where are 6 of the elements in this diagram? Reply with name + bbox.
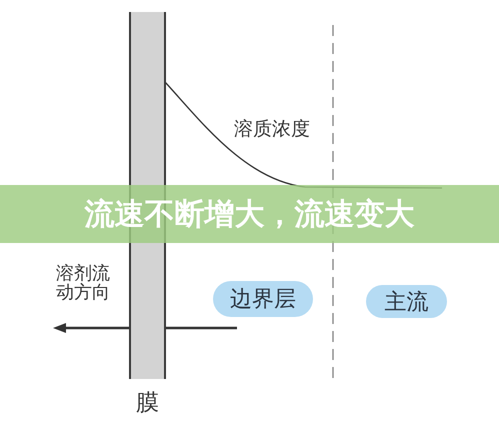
flow-direction-label: 溶剂流动方向 (56, 264, 111, 302)
region-pill: 边界层 (213, 281, 313, 317)
part-label: 膜 (136, 390, 159, 416)
curve-label: 溶质浓度 (234, 117, 310, 142)
region-pill: 主流 (366, 285, 447, 318)
title-banner: 流速不断增大，流速变大 (0, 185, 499, 243)
